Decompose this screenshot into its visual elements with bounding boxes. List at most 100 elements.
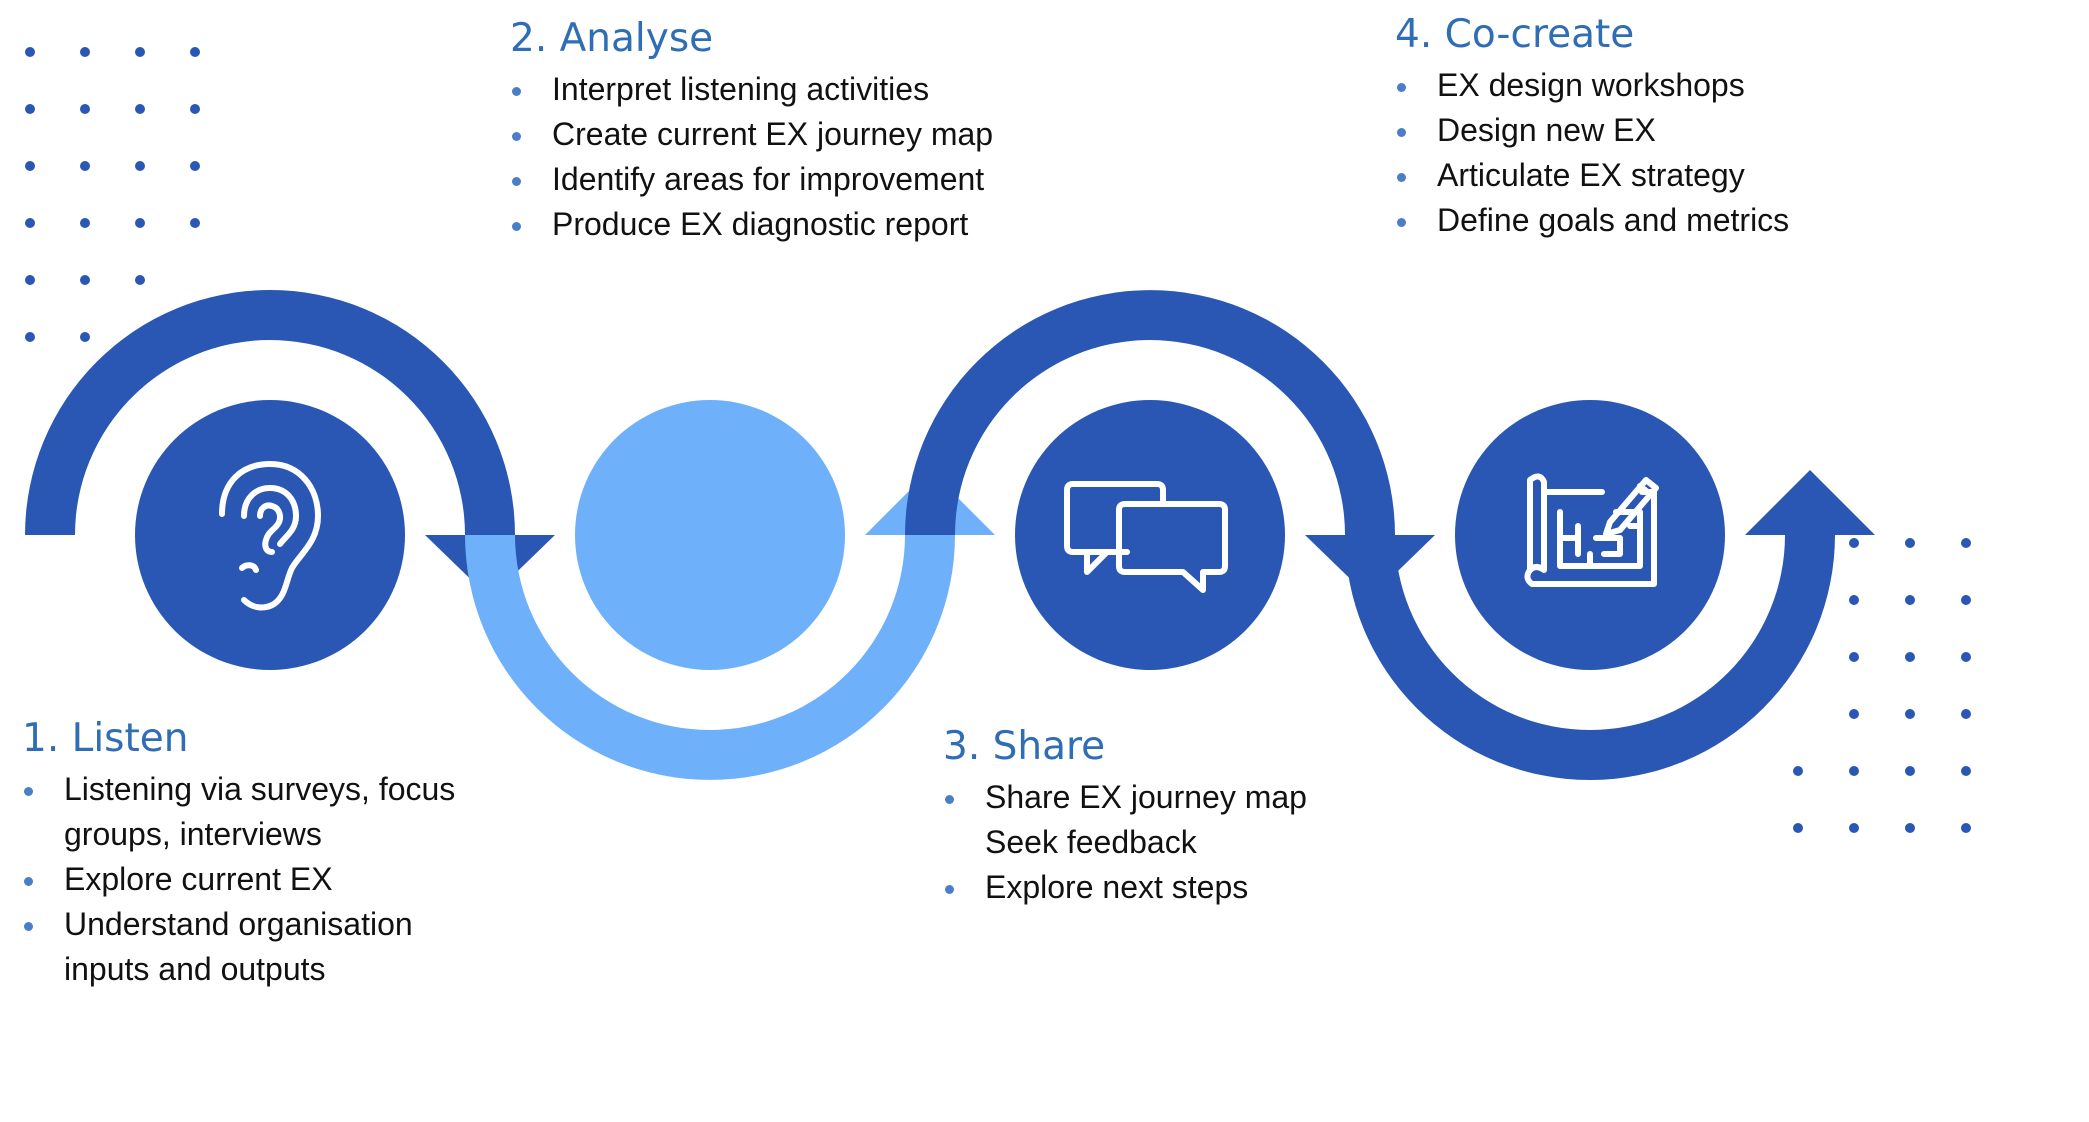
decorative-dot	[1961, 652, 1971, 662]
list-item-text: Articulate EX strategy	[1437, 156, 1745, 193]
decorative-dot	[80, 47, 90, 57]
step-title: 2. Analyse	[510, 16, 714, 61]
decorative-dot	[135, 47, 145, 57]
list-item: Identify areas for improvement	[510, 157, 1010, 202]
bullet-dot	[945, 794, 954, 804]
decorative-dot	[25, 275, 35, 285]
decorative-dot	[1849, 538, 1859, 548]
decorative-dot	[25, 47, 35, 57]
circle-step-4	[1455, 400, 1725, 670]
list-item-text: Interpret listening activities	[552, 70, 930, 107]
step-title: 1. Listen	[22, 716, 189, 761]
list-item-text: Create current EX journey map	[552, 115, 994, 152]
decorative-dot	[135, 275, 145, 285]
decorative-dot	[80, 275, 90, 285]
dot-grid-top-left	[25, 47, 200, 342]
decorative-dot	[1849, 595, 1859, 605]
bullet-dot	[512, 131, 521, 141]
decorative-dot	[135, 104, 145, 114]
decorative-dot	[1849, 652, 1859, 662]
decorative-dot	[80, 104, 90, 114]
list-item-text: Produce EX diagnostic report	[552, 205, 969, 242]
list-item-text: EX design workshops	[1437, 66, 1745, 103]
bullet-dot	[512, 176, 521, 186]
bullet-dot	[512, 221, 521, 231]
list-item: Share EX journey map	[943, 775, 1363, 820]
circle-step-3	[1015, 400, 1285, 670]
list-item: Explore current EX	[22, 857, 502, 902]
dot-grid-bottom-right	[1793, 538, 1971, 833]
list-item: Listening via surveys, focus groups, int…	[22, 767, 502, 857]
arc-step-4	[1345, 470, 1875, 780]
decorative-dot	[1905, 652, 1915, 662]
bullet-dot	[512, 86, 521, 96]
decorative-dot	[1905, 766, 1915, 776]
step-listen: 1. Listen Listening via surveys, focus g…	[22, 716, 502, 992]
bullet-dot	[1397, 217, 1406, 227]
bullet-dot	[24, 921, 33, 931]
step-items: Listening via surveys, focus groups, int…	[22, 767, 502, 992]
decorative-dot	[25, 161, 35, 171]
list-item: Seek feedback	[943, 820, 1363, 865]
decorative-dot	[190, 218, 200, 228]
decorative-dot	[190, 104, 200, 114]
list-item-text: Define goals and metrics	[1437, 201, 1790, 238]
circle-step-2	[575, 400, 845, 670]
decorative-dot	[1793, 766, 1803, 776]
ear-icon	[219, 461, 321, 611]
arrow-head-up-4	[1745, 470, 1875, 535]
decorative-dot	[1849, 823, 1859, 833]
decorative-dot	[80, 218, 90, 228]
decorative-dot	[1905, 595, 1915, 605]
list-item-text: Explore next steps	[985, 868, 1249, 905]
step-analyse: 2. Analyse Interpret listening activitie…	[510, 16, 1010, 247]
bullet-dot	[24, 786, 33, 796]
decorative-dot	[1905, 709, 1915, 719]
step-title: 3. Share	[943, 724, 1106, 769]
decorative-dot	[1961, 538, 1971, 548]
list-item: Define goals and metrics	[1395, 198, 1895, 243]
list-item: Design new EX	[1395, 108, 1895, 153]
decorative-dot	[1961, 709, 1971, 719]
list-item: Explore next steps	[943, 865, 1363, 910]
list-item: EX design workshops	[1395, 63, 1895, 108]
chat-bubbles-icon	[1064, 481, 1228, 593]
step-title: 4. Co-create	[1395, 12, 1635, 57]
list-item-text: Understand organisation inputs and outpu…	[64, 905, 413, 987]
list-item-text: Seek feedback	[985, 823, 1197, 860]
decorative-dot	[1961, 766, 1971, 776]
decorative-dot	[135, 161, 145, 171]
decorative-dot	[25, 218, 35, 228]
list-item-text: Listening via surveys, focus groups, int…	[64, 770, 456, 852]
list-item: Articulate EX strategy	[1395, 153, 1895, 198]
bullet-dot	[1397, 172, 1406, 182]
decorative-dot	[1849, 766, 1859, 776]
decorative-dot	[190, 161, 200, 171]
bullet-dot	[1397, 127, 1406, 137]
decorative-dot	[1849, 709, 1859, 719]
list-item: Produce EX diagnostic report	[510, 202, 1010, 247]
decorative-dot	[80, 332, 90, 342]
bullet-dot	[945, 884, 954, 894]
bullet-dot	[1397, 82, 1406, 92]
list-item-text: Identify areas for improvement	[552, 160, 985, 197]
decorative-dot	[1961, 595, 1971, 605]
list-item-text: Explore current EX	[64, 860, 333, 897]
list-item: Understand organisation inputs and outpu…	[22, 902, 502, 992]
decorative-dot	[135, 218, 145, 228]
decorative-dot	[80, 161, 90, 171]
list-item-text: Design new EX	[1437, 111, 1656, 148]
decorative-dot	[1905, 538, 1915, 548]
decorative-dot	[1793, 823, 1803, 833]
decorative-dot	[1961, 823, 1971, 833]
list-item: Interpret listening activities	[510, 67, 1010, 112]
decorative-dot	[1905, 823, 1915, 833]
decorative-dot	[25, 332, 35, 342]
decorative-dot	[190, 47, 200, 57]
